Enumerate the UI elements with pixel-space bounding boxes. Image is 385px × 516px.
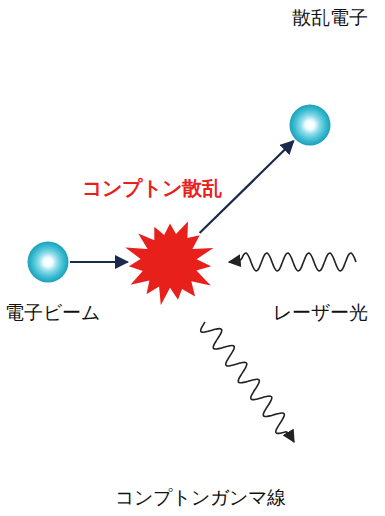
electron-ball	[290, 105, 331, 146]
burst-star	[125, 222, 213, 306]
beam-label: 電子ビーム	[5, 302, 100, 324]
gamma-wave	[201, 322, 294, 442]
scattered-electron: 散乱電子	[289, 7, 368, 146]
laser-wave	[229, 253, 356, 271]
electron-circle	[27, 241, 69, 283]
gamma-label: コンプトンガンマ線	[115, 487, 286, 509]
motion-arrow	[70, 261, 128, 263]
electron-label: 散乱電子	[292, 7, 368, 29]
burst-shape	[123, 215, 217, 309]
scattering-burst: コンプトン散乱	[82, 177, 222, 310]
electron-beam: 電子ビーム	[5, 241, 100, 324]
laser-label: レーザー光	[273, 302, 368, 324]
electron-circle	[289, 104, 331, 146]
electron-ball	[28, 242, 69, 283]
scattering-label: コンプトン散乱	[82, 177, 222, 200]
